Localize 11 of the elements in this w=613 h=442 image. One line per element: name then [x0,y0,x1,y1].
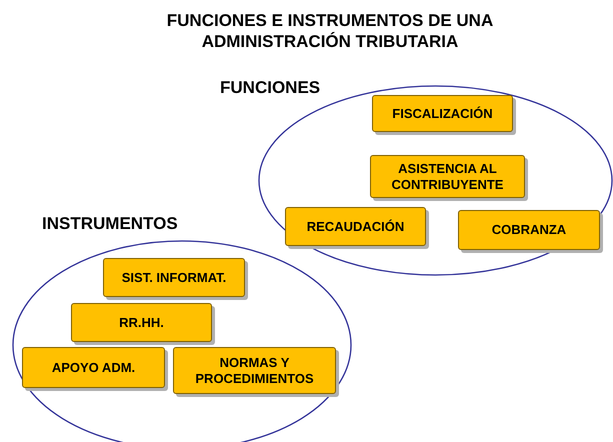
instrument-box: APOYO ADM. [22,347,165,388]
group-heading: INSTRUMENTOS [42,214,178,234]
function-box: ASISTENCIA AL CONTRIBUYENTE [370,155,525,198]
instrument-box: SIST. INFORMAT. [103,258,245,297]
function-box: RECAUDACIÓN [285,207,426,246]
instrument-box: NORMAS Y PROCEDIMIENTOS [173,347,336,394]
instrument-box: RR.HH. [71,303,212,342]
diagram-title: FUNCIONES E INSTRUMENTOS DE UNA ADMINISTRACIÓN TRIBUTARIA [166,10,494,52]
group-heading: FUNCIONES [220,78,320,98]
function-box: FISCALIZACIÓN [372,95,513,132]
function-box: COBRANZA [458,210,600,250]
